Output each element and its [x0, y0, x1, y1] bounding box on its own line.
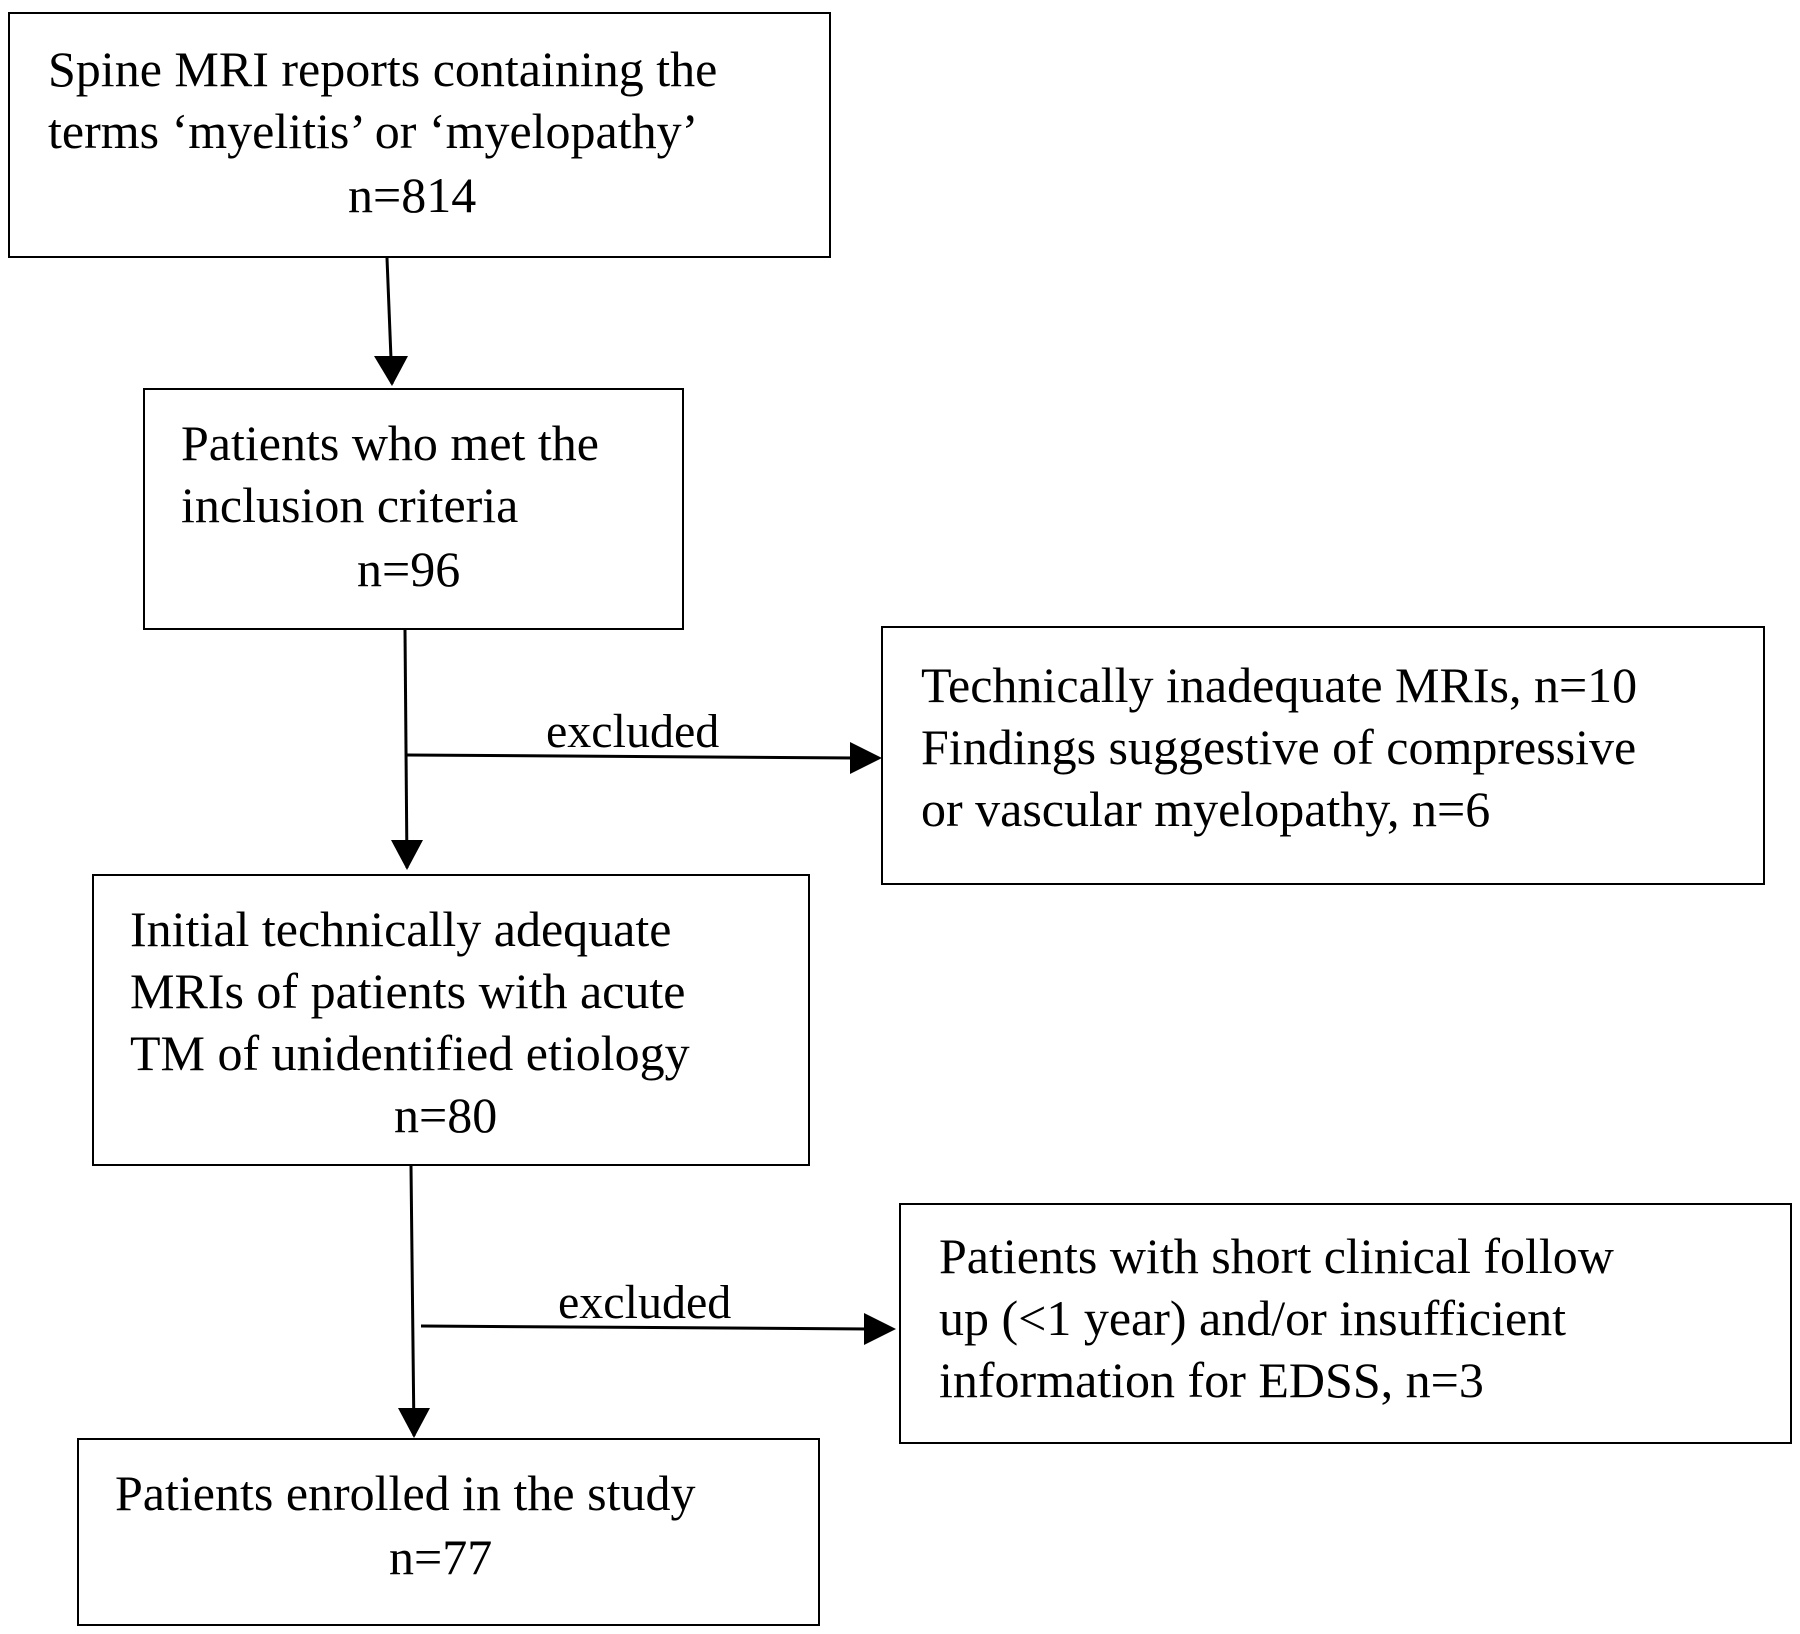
inclusion-line-2: inclusion criteria	[181, 477, 519, 533]
excluded-label-2: excluded	[558, 1276, 732, 1329]
arrowhead-reports-to-inclusion	[374, 356, 408, 386]
adequate-line-1: Initial technically adequate	[130, 901, 672, 957]
arrowhead-to-exclusion-2	[864, 1313, 896, 1345]
reports-line-2: terms ‘myelitis’ or ‘myelopathy’	[48, 103, 699, 159]
arrowhead-to-exclusion-1	[850, 742, 882, 774]
arrowhead-adequate-to-enrolled	[398, 1408, 430, 1438]
arrow-to-exclusion-1	[406, 753, 856, 760]
adequate-count: n=80	[394, 1087, 498, 1143]
inclusion-line-1: Patients who met the	[181, 415, 599, 471]
enrolled-count: n=77	[389, 1529, 493, 1585]
inclusion-count: n=96	[357, 541, 461, 597]
excluded-label-1: excluded	[546, 705, 720, 758]
adequate-line-2: MRIs of patients with acute	[130, 963, 686, 1019]
box-mri-reports: Spine MRI reports containing the terms ‘…	[8, 12, 831, 258]
enrolled-line-1: Patients enrolled in the study	[115, 1465, 696, 1521]
box-adequate-mris: Initial technically adequate MRIs of pat…	[92, 874, 810, 1166]
arrow-adequate-to-enrolled	[409, 1165, 416, 1437]
arrow-to-exclusion-2	[420, 1324, 871, 1331]
exclusion1-line-2: Findings suggestive of compressive	[921, 719, 1637, 775]
exclusion2-line-2: up (<1 year) and/or insufficient	[939, 1290, 1567, 1346]
box-inclusion-criteria: Patients who met the inclusion criteria …	[143, 388, 684, 630]
exclusion2-line-1: Patients with short clinical follow	[939, 1228, 1614, 1284]
exclusion1-line-1: Technically inadequate MRIs, n=10	[921, 657, 1638, 713]
arrow-inclusion-to-adequate	[403, 629, 409, 869]
arrowhead-inclusion-to-adequate	[391, 840, 423, 870]
adequate-line-3: TM of unidentified etiology	[130, 1025, 690, 1081]
exclusion2-line-3: information for EDSS, n=3	[939, 1352, 1484, 1408]
box-exclusion-technical: Technically inadequate MRIs, n=10 Findin…	[881, 626, 1765, 885]
reports-line-1: Spine MRI reports containing the	[48, 41, 718, 97]
reports-count: n=814	[348, 167, 477, 223]
box-enrolled: Patients enrolled in the study n=77	[77, 1438, 820, 1626]
box-exclusion-followup: Patients with short clinical follow up (…	[899, 1203, 1792, 1444]
exclusion1-line-3: or vascular myelopathy, n=6	[921, 781, 1491, 837]
